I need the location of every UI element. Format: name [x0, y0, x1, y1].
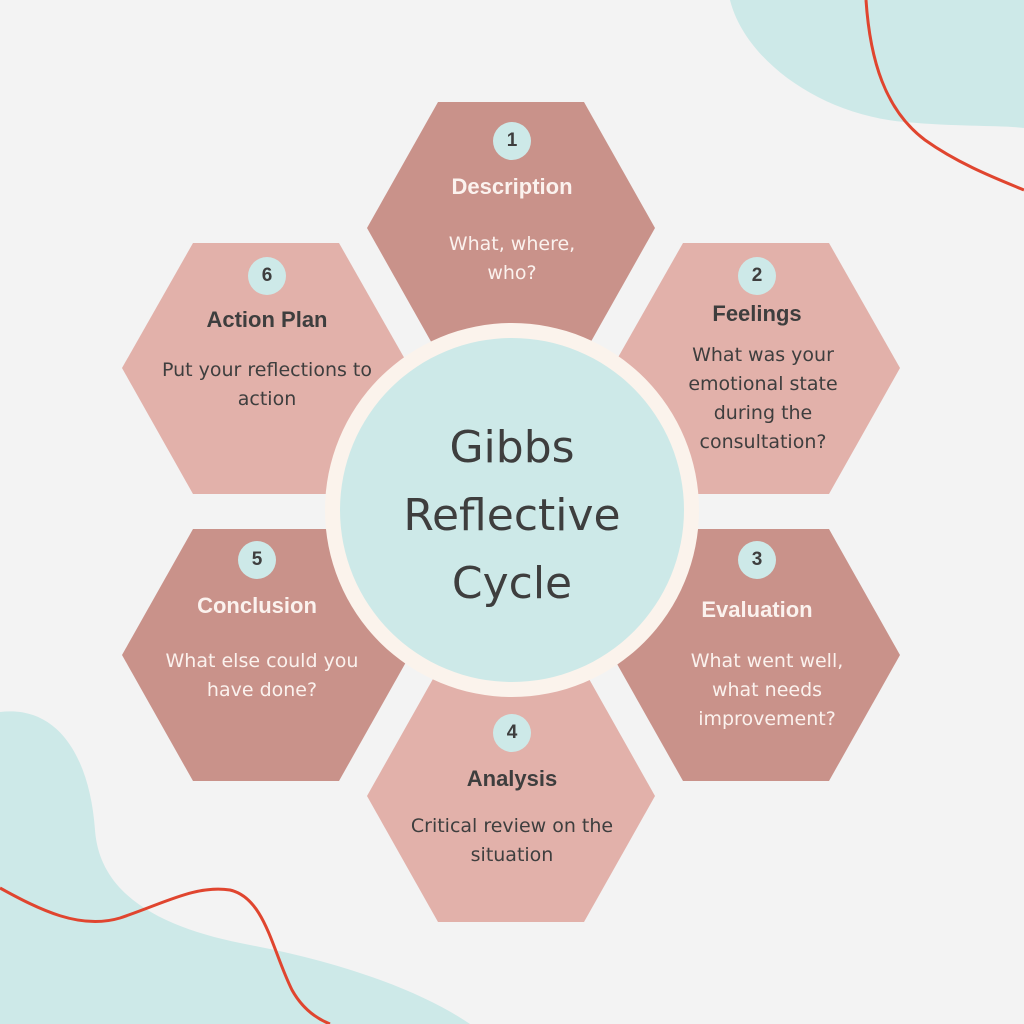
stage-number-badge: 3: [738, 541, 776, 579]
decorative-blob-bottom-left: [0, 711, 470, 1024]
stage-description-text: What went well, what needs improvement?: [690, 650, 844, 730]
stage-number-badge: 4: [493, 714, 531, 752]
hexagon-action-plan: [122, 243, 410, 494]
stage-action-plan: 6 Action Plan Put your reflections to ac…: [122, 243, 412, 495]
stage-title: Conclusion: [197, 593, 317, 618]
stage-number-badge: 2: [738, 257, 776, 295]
stage-description-text: What, where, who?: [448, 233, 576, 284]
hexagon-evaluation: [612, 529, 900, 781]
stage-title: Action Plan: [206, 307, 328, 332]
hexagon-analysis: [367, 670, 655, 922]
stage-evaluation: 3 Evaluation What went well, what needs …: [612, 529, 902, 781]
stage-description-text: What else could you have done?: [165, 650, 359, 701]
hexagon-feelings: [612, 243, 900, 494]
stage-title: Feelings: [712, 301, 802, 326]
stage-number-badge: 5: [238, 541, 276, 579]
stage-analysis: 4 Analysis Critical review on the situat…: [367, 670, 657, 922]
stage-title: Evaluation: [701, 597, 813, 622]
stage-feelings: 2 Feelings What was your emotional state…: [612, 243, 902, 495]
stage-description-text: Critical review on the situation: [410, 815, 614, 866]
stage-description-text: Put your reflections to action: [161, 359, 372, 410]
diagram-title: Gibbs Reflective Cycle: [403, 422, 621, 609]
stage-title: Analysis: [466, 766, 558, 791]
hexagon-conclusion: [122, 529, 410, 781]
decorative-line-top-right: [864, 0, 1024, 192]
stage-description: 1 Description What, where, who?: [367, 102, 657, 354]
stage-number-badge: 6: [248, 257, 286, 295]
decorative-line-bottom-left: [0, 886, 331, 1024]
stage-description-text: What was your emotional state during the…: [688, 344, 838, 453]
stage-conclusion: 5 Conclusion What else could you have do…: [112, 529, 402, 781]
stage-title: Description: [451, 174, 573, 199]
stage-number-badge: 1: [493, 122, 531, 160]
center-circle-fill: [340, 338, 684, 682]
hexagon-description: [367, 102, 655, 354]
